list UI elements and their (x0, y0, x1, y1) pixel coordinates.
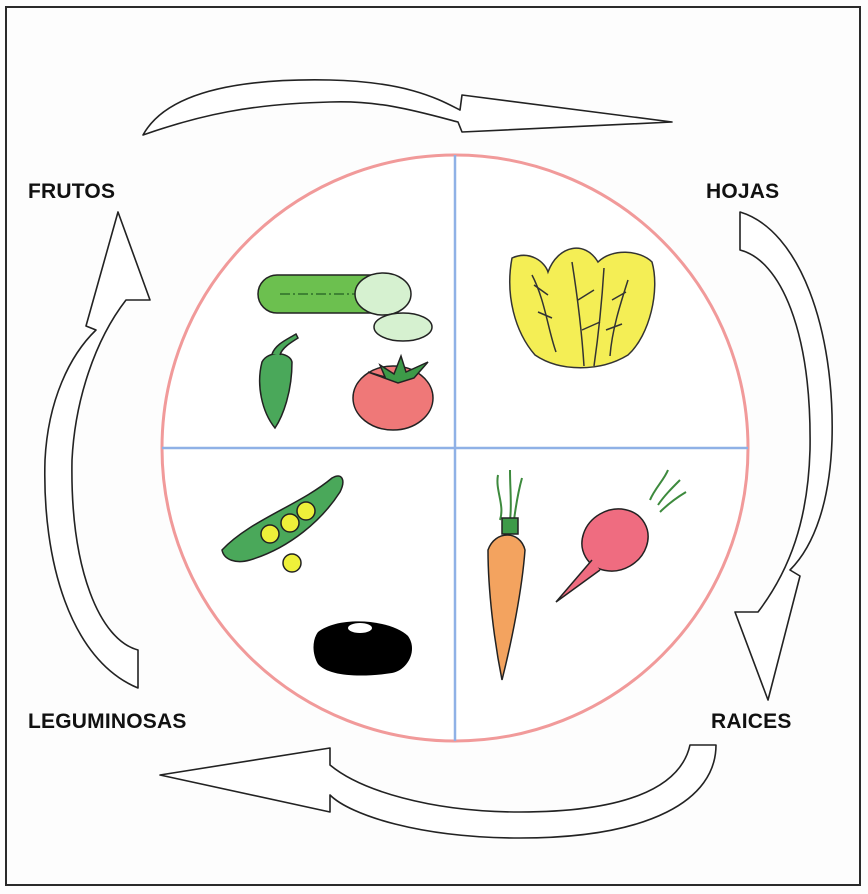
arrow-bottom-icon (160, 745, 716, 838)
arrow-right-icon (735, 212, 832, 700)
bean-icon (314, 621, 413, 675)
arrow-top-icon (143, 80, 672, 135)
arrow-left-icon (45, 212, 150, 688)
label-raices: RAICES (711, 710, 792, 734)
label-frutos: FRUTOS (28, 180, 115, 204)
label-hojas: HOJAS (706, 180, 779, 204)
label-leguminosas: LEGUMINOSAS (28, 710, 187, 734)
lettuce-icon (510, 248, 655, 368)
